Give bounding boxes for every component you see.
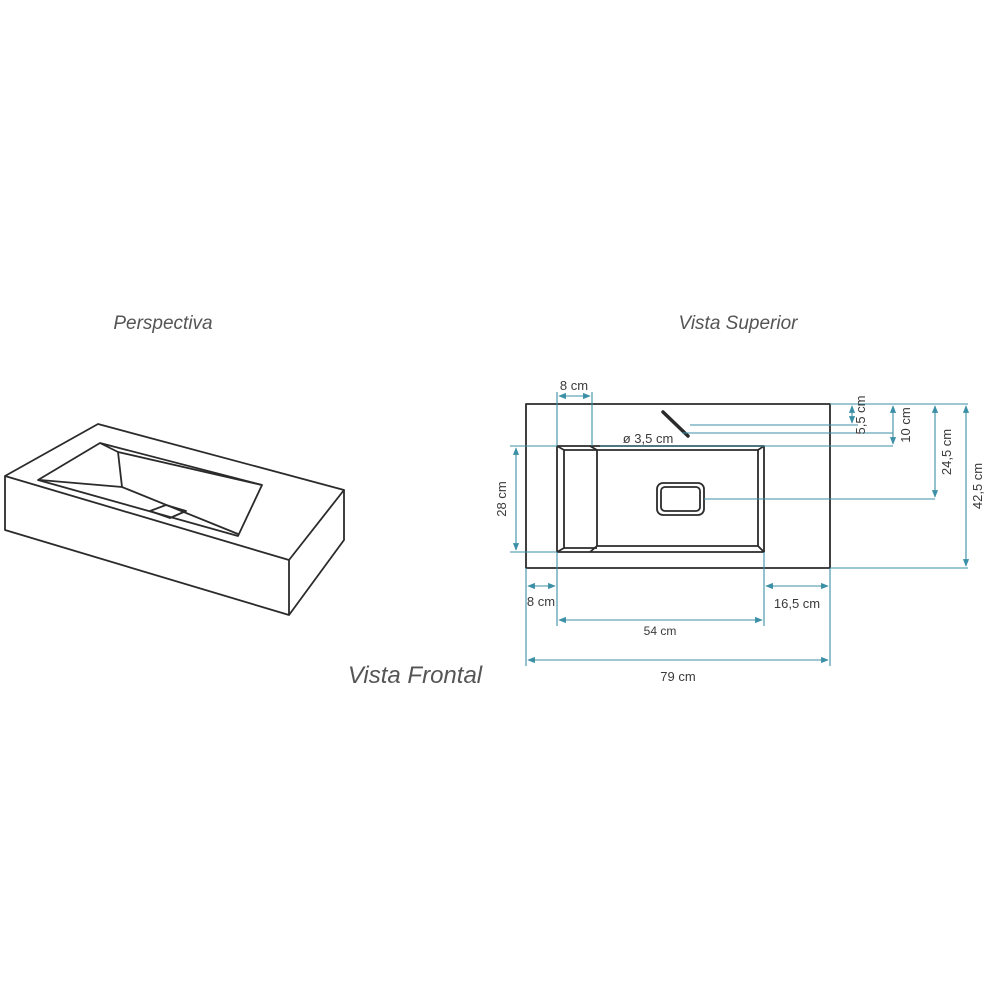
dimension-lines: [510, 392, 970, 666]
top-view-title: Vista Superior: [679, 313, 799, 334]
dim-right-10cm: 10 cm: [898, 407, 913, 442]
dim-bottom-79cm: 79 cm: [660, 669, 695, 684]
dim-right-5-5cm: 5,5 cm: [853, 395, 868, 434]
front-view-title: Vista Frontal: [348, 662, 483, 689]
dim-left-28cm: 28 cm: [494, 481, 509, 516]
perspective-drawing: [4, 423, 345, 616]
perspective-title: Perspectiva: [113, 313, 212, 334]
dim-drain-diameter: ø 3,5 cm: [623, 431, 674, 446]
dim-right-24-5cm: 24,5 cm: [939, 429, 954, 475]
top-view-drawing: [525, 403, 831, 569]
dim-bottom-8cm: 8 cm: [527, 594, 555, 609]
dim-bottom-54cm: 54 cm: [644, 624, 677, 638]
dim-right-42-5cm: 42,5 cm: [970, 463, 985, 509]
dim-bottom-16-5cm: 16,5 cm: [774, 596, 820, 611]
dim-top-8cm: 8 cm: [560, 378, 588, 393]
